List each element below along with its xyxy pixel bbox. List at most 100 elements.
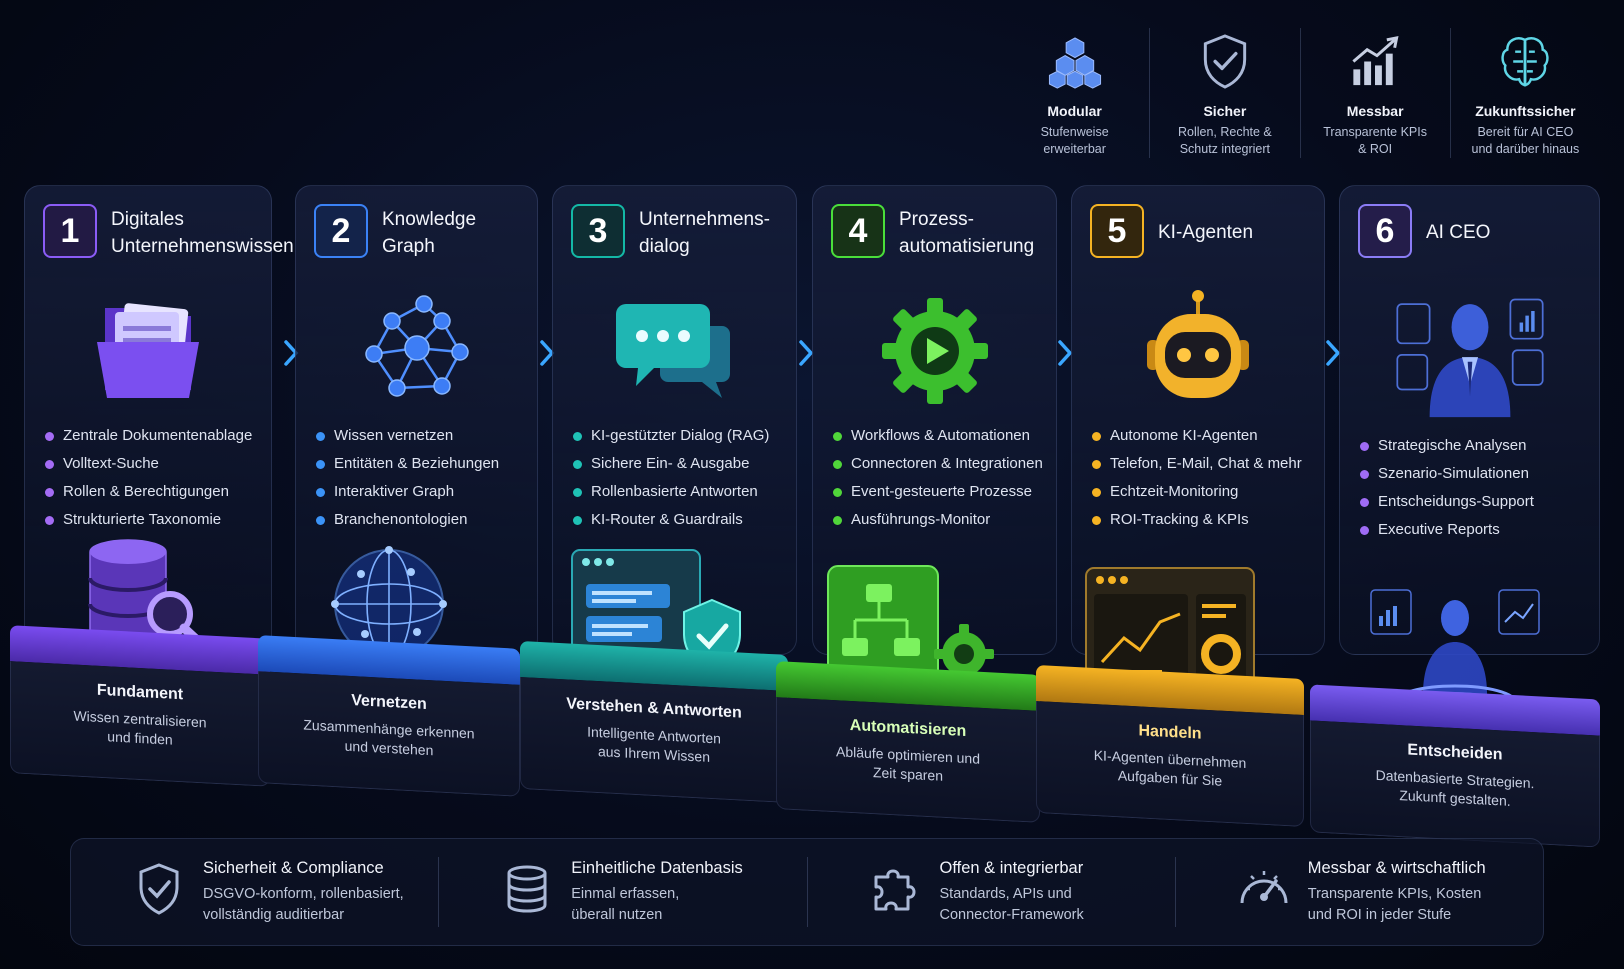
- stage-number-badge: 6: [1358, 204, 1412, 258]
- list-item: ROI-Tracking & KPIs: [1090, 506, 1302, 534]
- dashboard-icon: [1085, 567, 1255, 693]
- list-item: Wissen vernetzen: [314, 422, 499, 450]
- feature-title: Sicher: [1203, 103, 1247, 119]
- list-item: Rollenbasierte Antworten: [571, 478, 769, 506]
- puzzle-icon: [874, 869, 915, 911]
- principle-title: Messbar & wirtschaftlich: [1307, 859, 1486, 877]
- feature-desc: Stufenweise erweiterbar: [1040, 125, 1109, 156]
- feature-desc: Rollen, Rechte & Schutz integriert: [1177, 125, 1272, 156]
- principle-measurable: Messbar & wirtschaftlich Transparente KP…: [1174, 857, 1543, 927]
- pedestal-title: Fundament: [96, 681, 184, 704]
- pedestal-handeln: Handeln KI-Agenten übernehmen Aufgaben f…: [1036, 567, 1304, 829]
- pedestal-desc: Intelligente Antworten aus Ihrem Wissen: [587, 723, 721, 765]
- list-item: KI-Router & Guardrails: [571, 506, 769, 534]
- stage-number-badge: 2: [314, 204, 368, 258]
- pedestal-desc: KI-Agenten übernehmen Aufgaben für Sie: [1093, 747, 1247, 789]
- list-item: Szenario-Simulationen: [1358, 460, 1534, 488]
- principle-security: Sicherheit & Compliance DSGVO-konform, r…: [71, 857, 438, 927]
- list-item: Strategische Analysen: [1358, 432, 1534, 460]
- pedestal-desc: Wissen zentralisieren und finden: [73, 707, 207, 748]
- stage-bullet-list: Autonome KI-Agenten Telefon, E-Mail, Cha…: [1090, 422, 1302, 534]
- stage-number-badge: 3: [571, 204, 625, 258]
- list-item: Echtzeit-Monitoring: [1090, 478, 1302, 506]
- list-item: Event-gesteuerte Prozesse: [831, 478, 1043, 506]
- folder-documents-icon: [97, 303, 199, 398]
- pedestal-desc: Datenbasierte Strategien. Zukunft gestal…: [1375, 766, 1535, 809]
- pedestal-fundament: Fundament Wissen zentralisieren und find…: [10, 539, 270, 789]
- stage-title: AI CEO: [1426, 222, 1491, 243]
- shield-check-icon: [139, 863, 179, 915]
- stage-bullet-list: Strategische Analysen Szenario-Simulatio…: [1358, 432, 1534, 544]
- feature-title: Messbar: [1346, 103, 1404, 119]
- pedestal-title: Verstehen & Antworten: [566, 695, 742, 722]
- stage-bullet-list: KI-gestützter Dialog (RAG) Sichere Ein- …: [571, 422, 769, 534]
- stage-title: Unternehmens- dialog: [639, 209, 770, 257]
- pedestal-automatisieren: Automatisieren Abläufe optimieren und Ze…: [776, 565, 1040, 825]
- chat-bubbles-icon: [615, 304, 730, 398]
- pedestal-front: Verstehen & Antworten Intelligente Antwo…: [520, 676, 788, 804]
- pedestal-desc: Abläufe optimieren und Zeit sparen: [836, 743, 980, 784]
- pedestal-title: Vernetzen: [351, 692, 427, 713]
- pedestal-desc: Zusammenhänge erkennen und verstehen: [303, 716, 475, 759]
- pedestal-front: Vernetzen Zusammenhänge erkennen und ver…: [258, 671, 520, 797]
- stage-number-badge: 1: [43, 204, 97, 258]
- cubes-icon: [1048, 37, 1101, 89]
- pedestal-front: Entscheiden Datenbasierte Strategien. Zu…: [1310, 720, 1600, 848]
- pedestal-entscheiden: Entscheiden Datenbasierte Strategien. Zu…: [1310, 589, 1600, 849]
- pedestal-vernetzen: Vernetzen Zusammenhänge erkennen und ver…: [258, 546, 520, 799]
- pedestal-front: Automatisieren Abläufe optimieren und Ze…: [776, 697, 1040, 823]
- stage-bullet-list: Workflows & Automationen Connectoren & I…: [831, 422, 1043, 534]
- principle-title: Sicherheit & Compliance: [203, 859, 384, 877]
- network-graph-icon: [364, 295, 469, 397]
- database-search-icon: [88, 539, 213, 655]
- list-item: Branchenontologien: [314, 506, 499, 534]
- list-item: Rollen & Berechtigungen: [43, 478, 252, 506]
- brain-circuit-icon: [1501, 37, 1549, 87]
- principle-open: Offen & integrierbar Standards, APIs und…: [806, 857, 1175, 927]
- principle-text: Offen & integrierbar Standards, APIs und…: [940, 857, 1084, 926]
- feature-title: Zukunftssicher: [1475, 103, 1576, 119]
- pedestal-title: Handeln: [1138, 722, 1202, 743]
- list-item: Ausführungs-Monitor: [831, 506, 1043, 534]
- feature-modular: Modular Stufenweise erweiterbar: [1000, 28, 1149, 158]
- list-item: KI-gestützter Dialog (RAG): [571, 422, 769, 450]
- pedestal-title: Entscheiden: [1407, 741, 1503, 764]
- list-item: Telefon, E-Mail, Chat & mehr: [1090, 450, 1302, 478]
- chevron-right-icon: [799, 340, 814, 366]
- list-item: Executive Reports: [1358, 516, 1534, 544]
- principle-desc: DSGVO-konform, rollenbasiert, vollständi…: [203, 886, 404, 923]
- executive-avatar-icon: [1395, 298, 1544, 418]
- stage-4-card: 4 Prozess- automatisierung Workflows & A…: [812, 185, 1057, 655]
- feature-messbar: Messbar Transparente KPIs & ROI: [1299, 28, 1450, 158]
- pedestal-title: Automatisieren: [849, 716, 967, 741]
- principle-title: Offen & integrierbar: [939, 859, 1084, 877]
- stage-title: KI-Agenten: [1158, 222, 1254, 243]
- shield-check-icon: [1203, 34, 1247, 89]
- stage-bullet-list: Wissen vernetzen Entitäten & Beziehungen…: [314, 422, 499, 534]
- pedestal-front: Handeln KI-Agenten übernehmen Aufgaben f…: [1036, 700, 1304, 828]
- gauge-icon: [1240, 871, 1288, 904]
- feature-title: Modular: [1047, 103, 1102, 119]
- feature-sicher: Sicher Rollen, Rechte & Schutz integrier…: [1149, 28, 1299, 158]
- list-item: Interaktiver Graph: [314, 478, 499, 506]
- robot-icon: [1147, 290, 1249, 398]
- list-item: Zentrale Dokumentenablage: [43, 422, 252, 450]
- chevron-right-icon: [1326, 340, 1341, 366]
- feature-desc: Bereit für AI CEO und darüber hinaus: [1471, 125, 1580, 156]
- stage-number-badge: 5: [1090, 204, 1144, 258]
- stage-title: Prozess- automatisierung: [899, 209, 1035, 257]
- database-icon: [507, 865, 547, 913]
- stage-number-badge: 4: [831, 204, 885, 258]
- pedestal-verstehen: Verstehen & Antworten Intelligente Antwo…: [520, 549, 788, 805]
- stage-title: Knowledge Graph: [382, 209, 477, 257]
- feature-zukunftssicher: Zukunftssicher Bereit für AI CEO und dar…: [1449, 28, 1600, 158]
- list-item: Entscheidungs-Support: [1358, 488, 1534, 516]
- list-item: Sichere Ein- & Ausgabe: [571, 450, 769, 478]
- stage-1-card: 1 Digitales Unternehmenswissen Zentrale …: [24, 185, 294, 655]
- pedestal-front: Fundament Wissen zentralisieren und find…: [10, 661, 270, 787]
- principle-title: Einheitliche Datenbasis: [571, 859, 743, 877]
- stage-6-card: 6 AI CEO Strategische Analysen Szenario-…: [1339, 185, 1600, 655]
- list-item: Autonome KI-Agenten: [1090, 422, 1302, 450]
- principle-desc: Transparente KPIs, Kosten und ROI in jed…: [1307, 886, 1482, 923]
- principle-text: Sicherheit & Compliance DSGVO-konform, r…: [203, 857, 404, 926]
